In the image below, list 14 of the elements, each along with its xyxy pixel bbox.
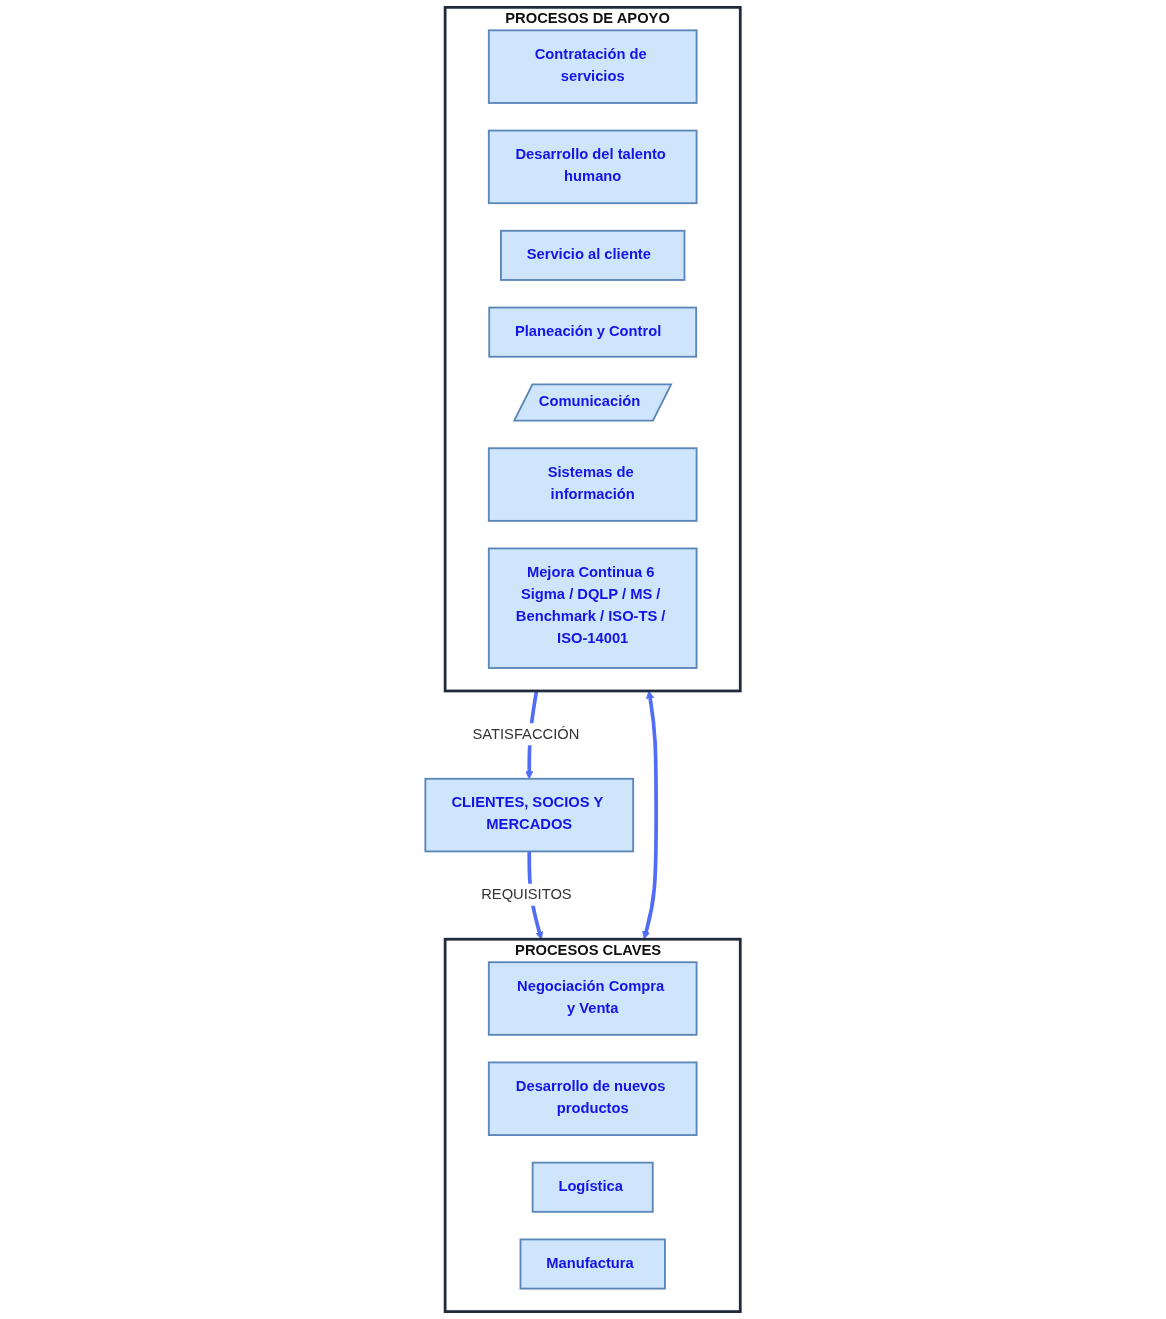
node-box: Planeación y Control <box>488 306 698 358</box>
node-box: Desarrollo de nuevos productos <box>488 1061 698 1136</box>
node-box: Sistemas de información <box>488 447 698 522</box>
node-box: Logística <box>531 1161 654 1213</box>
arrow <box>642 690 659 940</box>
edge-label: REQUISITOS <box>481 886 572 902</box>
edge-label: SATISFACCIÓN <box>472 725 580 742</box>
node-box: Negociación Compra y Venta <box>488 961 698 1036</box>
node-box: Contratación de servicios <box>488 29 698 104</box>
node-box: Desarrollo del talento humano <box>488 129 698 205</box>
node-box: Servicio al cliente <box>500 229 686 281</box>
node-box: Mejora Continua 6 Sigma / DQLP / MS / Benchmark / ISO-TS / ISO-14001 <box>488 547 698 669</box>
node-box: CLIENTES, SOCIOS Y MERCADOS <box>424 777 635 853</box>
node-box: Manufactura <box>519 1238 666 1290</box>
